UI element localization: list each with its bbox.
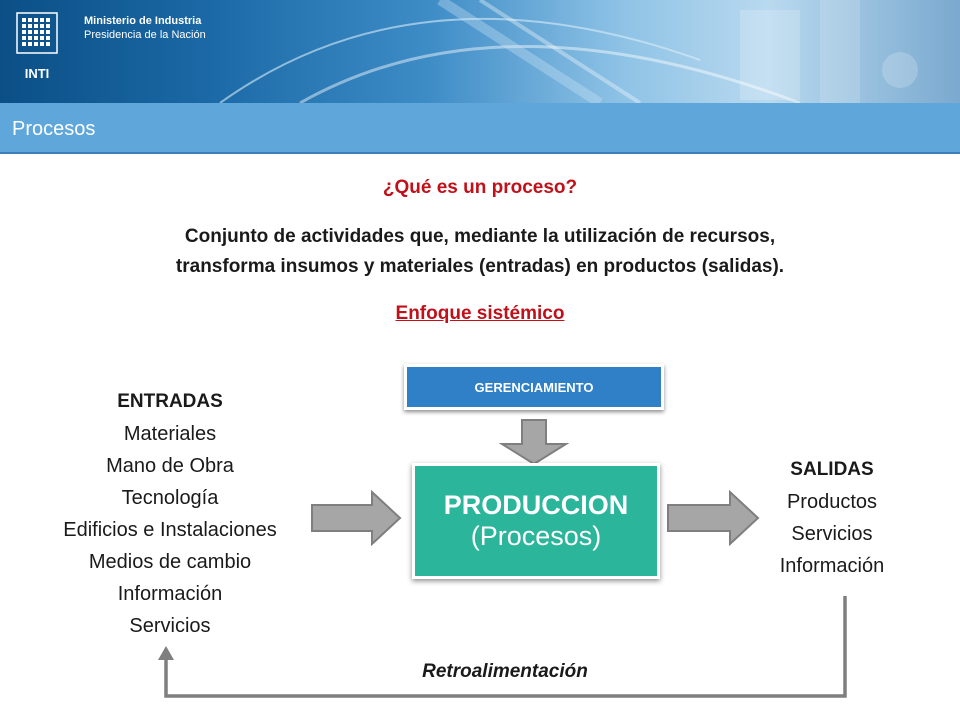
output-item: Servicios xyxy=(791,523,873,545)
input-item: Tecnología xyxy=(121,487,219,509)
input-item: Edificios e Instalaciones xyxy=(63,519,277,541)
input-item: Servicios xyxy=(129,615,211,637)
slide-title: Procesos xyxy=(12,118,96,140)
production-box: PRODUCCION (Procesos) xyxy=(412,463,660,579)
outputs-list: SALIDAS Productos Servicios Información xyxy=(752,454,912,582)
inputs-list: ENTRADAS Materiales Mano de Obra Tecnolo… xyxy=(20,386,320,642)
ministry-line-1: Ministerio de Industria xyxy=(84,15,202,27)
output-arrow xyxy=(667,489,760,547)
inputs-title: ENTRADAS xyxy=(117,391,223,412)
definition-line-2: transforma insumos y materiales (entrada… xyxy=(175,256,785,277)
ministry-name: Ministerio de Industria Presidencia de l… xyxy=(84,14,206,42)
approach-heading: Enfoque sistémico xyxy=(395,303,565,324)
title-bar-rule xyxy=(0,152,960,154)
input-arrow xyxy=(311,489,402,547)
feedback-arrowhead xyxy=(158,646,174,660)
feedback-label: Retroalimentación xyxy=(422,661,588,682)
ministry-line-2: Presidencia de la Nación xyxy=(84,29,206,41)
input-item: Materiales xyxy=(123,423,217,445)
output-item: Información xyxy=(779,555,885,577)
management-box: GERENCIAMIENTO xyxy=(404,364,664,410)
output-item: Productos xyxy=(786,491,878,513)
input-item: Información xyxy=(117,583,223,605)
input-item: Mano de Obra xyxy=(106,455,234,477)
header-banner: INTI Ministerio de Industria Presidencia… xyxy=(0,0,960,103)
production-title: PRODUCCION xyxy=(443,490,629,520)
question-heading: ¿Qué es un proceso? xyxy=(382,177,578,198)
definition-line-1: Conjunto de actividades que, mediante la… xyxy=(184,226,776,247)
header-decoration xyxy=(219,0,918,103)
logo-text: INTI xyxy=(25,66,50,81)
title-bar xyxy=(0,103,960,153)
inti-logo: INTI xyxy=(14,10,60,96)
process-definition: Conjunto de actividades que, mediante la… xyxy=(60,222,900,282)
down-arrow xyxy=(498,419,570,466)
outputs-title: SALIDAS xyxy=(790,459,874,480)
production-subtitle: (Procesos) xyxy=(470,521,602,551)
input-item: Medios de cambio xyxy=(88,551,252,573)
